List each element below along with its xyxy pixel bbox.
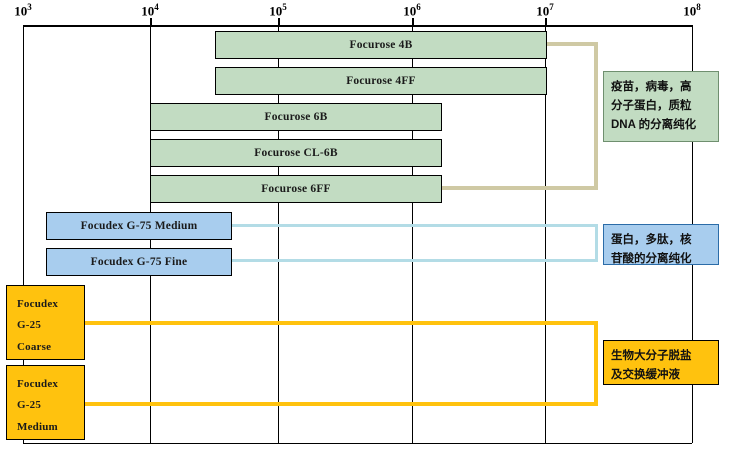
legend-line-1: 蛋白，多肽，核 xyxy=(611,234,692,246)
bar-focudex-g25-medium[interactable]: Focudex G-25 Medium xyxy=(6,365,85,440)
bar-label: Focurose 4B xyxy=(349,39,413,51)
legend-line-3: DNA 的分离纯化 xyxy=(611,118,697,131)
bar-label: Focurose 6B xyxy=(264,111,328,123)
bar-label: Focurose 6FF xyxy=(261,183,331,195)
bar-focudex-g25-coarse[interactable]: Focudex G-25 Coarse xyxy=(6,285,85,360)
gridline-1e6 xyxy=(412,25,413,443)
plot-bottom-border xyxy=(23,443,692,444)
legend-callout-agarose: 疫苗，病毒，高 分子蛋白，质粒 DNA 的分离纯化 xyxy=(603,71,719,142)
axis-tick-mark-1e4 xyxy=(150,18,152,26)
axis-tick-mark-1e6 xyxy=(412,18,414,26)
bar-focurose-4b[interactable]: Focurose 4B xyxy=(215,31,547,59)
gridline-1e5 xyxy=(278,25,279,443)
bar-focudex-g75-medium[interactable]: Focudex G-75 Medium xyxy=(46,212,232,240)
axis-tick-label-1e4: 104 xyxy=(141,2,159,19)
gridline-1e7 xyxy=(545,25,546,443)
bar-label: Focudex G-75 Fine xyxy=(90,256,188,268)
bar-label-line-2: G-25 xyxy=(17,399,42,412)
axis-tick-label-1e8: 108 xyxy=(683,2,701,19)
bar-focurose-cl-6b[interactable]: Focurose CL-6B xyxy=(150,139,442,167)
axis-tick-label-1e7: 107 xyxy=(536,2,554,19)
bar-label-line-3: Medium xyxy=(17,420,58,433)
legend-line-1: 疫苗，病毒，高 xyxy=(611,81,692,93)
axis-tick-mark-1e7 xyxy=(545,18,547,26)
legend-line-2: 分子蛋白，质粒 xyxy=(611,99,692,112)
legend-callout-g25: 生物大分子脱盐 及交换缓冲液 xyxy=(603,340,719,385)
legend-line-1: 生物大分子脱盐 xyxy=(611,350,692,362)
bar-label-line-1: Focudex xyxy=(17,378,59,390)
axis-tick-label-1e6: 106 xyxy=(403,2,421,19)
axis-tick-label-1e5: 105 xyxy=(269,2,287,19)
bar-focurose-6ff[interactable]: Focurose 6FF xyxy=(150,175,442,203)
bar-focudex-g75-fine[interactable]: Focudex G-75 Fine xyxy=(46,248,232,276)
bar-focurose-6b[interactable]: Focurose 6B xyxy=(150,103,442,131)
legend-callout-g75: 蛋白，多肽，核 苷酸的分离纯化 xyxy=(603,224,719,265)
bar-label: Focurose CL-6B xyxy=(254,147,338,159)
gridline-1e3 xyxy=(23,25,24,443)
axis-tick-label-1e3: 103 xyxy=(14,2,32,19)
bar-label-line-2: G-25 xyxy=(17,319,42,332)
legend-line-2: 苷酸的分离纯化 xyxy=(611,252,692,265)
bar-label: Focurose 4FF xyxy=(346,75,416,87)
axis-tick-mark-1e5 xyxy=(278,18,280,26)
legend-line-2: 及交换缓冲液 xyxy=(611,368,680,381)
bar-label-line-3: Coarse xyxy=(17,340,52,353)
bar-label: Focudex G-75 Medium xyxy=(80,220,198,232)
x-axis-line xyxy=(23,25,692,27)
bar-focurose-4ff[interactable]: Focurose 4FF xyxy=(215,67,547,95)
bar-label-line-1: Focudex xyxy=(17,298,59,310)
